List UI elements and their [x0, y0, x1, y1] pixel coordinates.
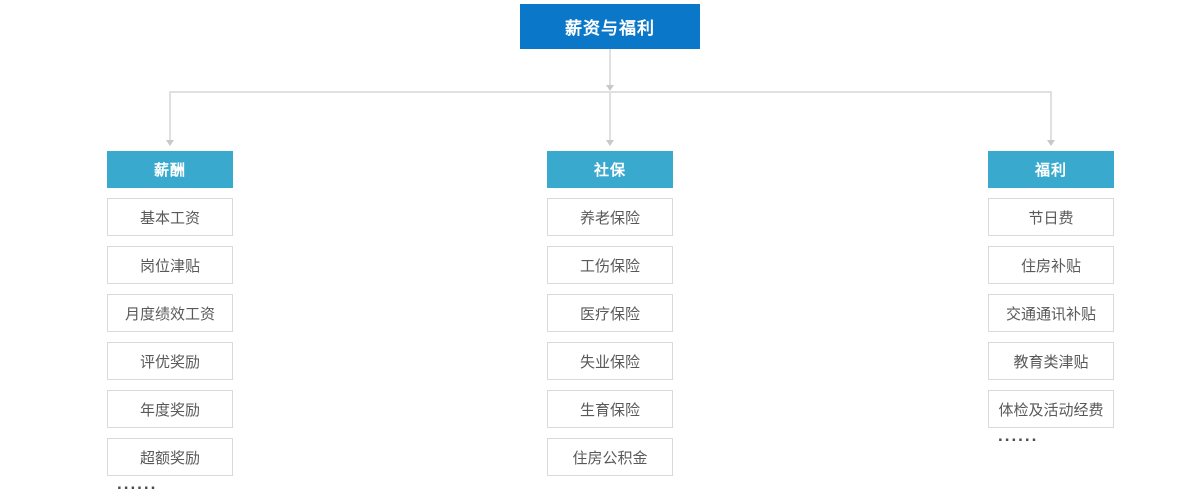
arrow-down-icon	[606, 140, 614, 146]
branch-item: 医疗保险	[547, 294, 673, 332]
branch-column-social-insurance: 社保养老保险工伤保险医疗保险失业保险生育保险住房公积金	[547, 151, 673, 476]
branch-item: 节日费	[988, 198, 1114, 236]
connector-drop-welfare	[1050, 93, 1052, 140]
branch-item: 失业保险	[547, 342, 673, 380]
branch-item: 养老保险	[547, 198, 673, 236]
branch-item: 年度奖励	[107, 390, 233, 428]
arrow-down-icon	[606, 85, 614, 91]
branch-item: 教育类津贴	[988, 342, 1114, 380]
branch-item: 住房补贴	[988, 246, 1114, 284]
branch-header-welfare: 福利	[988, 151, 1114, 188]
arrow-down-icon	[1047, 140, 1055, 146]
root-node: 薪资与福利	[520, 4, 700, 49]
branch-column-welfare: 福利节日费住房补贴交通通讯补贴教育类津贴体检及活动经费......	[988, 151, 1114, 445]
connector-root-stem	[609, 49, 611, 86]
branch-item: 生育保险	[547, 390, 673, 428]
branch-column-salary: 薪酬基本工资岗位津贴月度绩效工资评优奖励年度奖励超额奖励......	[107, 151, 233, 493]
branch-item: 体检及活动经费	[988, 390, 1114, 428]
branch-item: 岗位津贴	[107, 246, 233, 284]
branch-item: 超额奖励	[107, 438, 233, 476]
branch-item: 评优奖励	[107, 342, 233, 380]
branch-header-salary: 薪酬	[107, 151, 233, 188]
connector-drop-social	[609, 93, 611, 140]
arrow-down-icon	[166, 140, 174, 146]
more-dots: ......	[117, 474, 158, 493]
branch-item: 月度绩效工资	[107, 294, 233, 332]
connector-horizontal	[169, 91, 1052, 93]
branch-item: 住房公积金	[547, 438, 673, 476]
branch-item: 交通通讯补贴	[988, 294, 1114, 332]
root-node-label: 薪资与福利	[565, 19, 655, 38]
more-dots: ......	[998, 426, 1039, 445]
branch-item: 工伤保险	[547, 246, 673, 284]
connector-drop-salary	[169, 93, 171, 140]
branch-header-social-insurance: 社保	[547, 151, 673, 188]
branch-item: 基本工资	[107, 198, 233, 236]
